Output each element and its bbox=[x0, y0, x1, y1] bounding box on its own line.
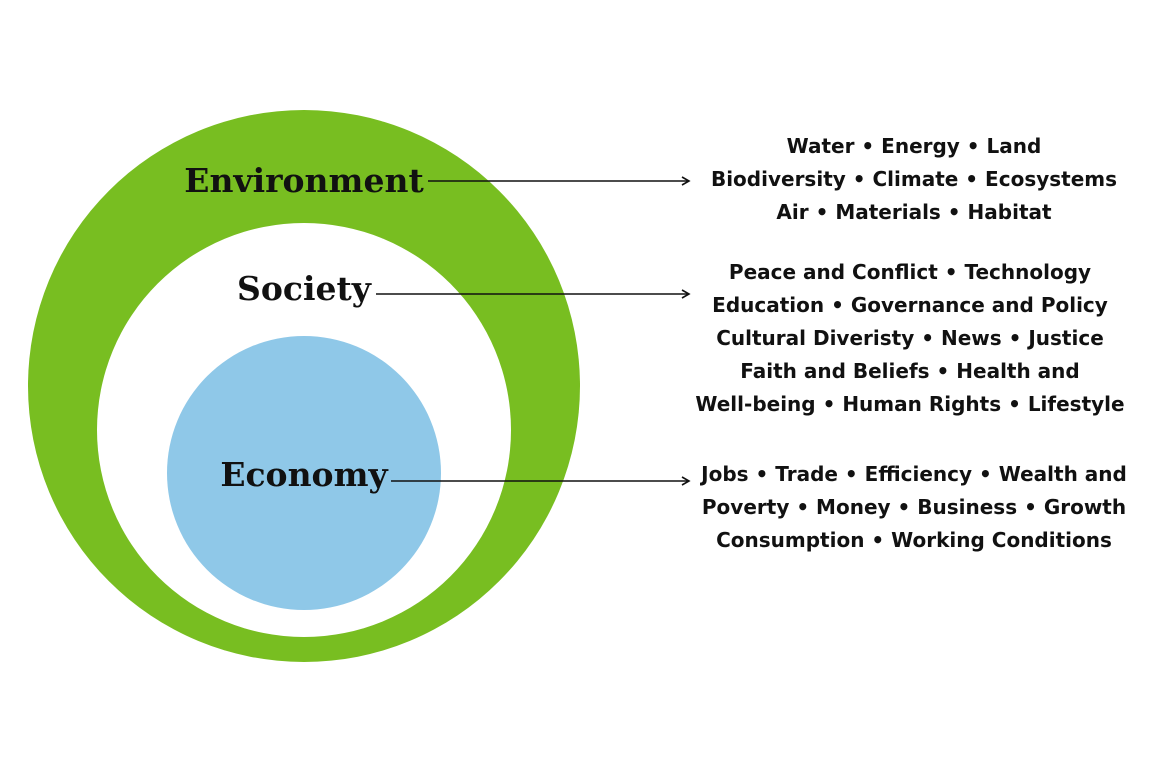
list-item: Education • Governance and Policy bbox=[712, 293, 1108, 317]
society-label: Society bbox=[237, 269, 372, 308]
list-item: Jobs • Trade • Efficiency • Wealth and bbox=[701, 462, 1127, 486]
economy-items-list: Jobs • Trade • Efficiency • Wealth and P… bbox=[684, 458, 1144, 557]
list-item: Water • Energy • Land bbox=[786, 134, 1042, 158]
list-item: Well-being • Human Rights • Lifestyle bbox=[695, 392, 1125, 416]
list-item: Biodiversity • Climate • Ecosystems bbox=[710, 167, 1118, 191]
list-item: Poverty • Money • Business • Growth bbox=[701, 495, 1127, 519]
list-item: Peace and Conflict • Technology bbox=[728, 260, 1092, 284]
list-item: Air • Materials • Habitat bbox=[776, 200, 1052, 224]
list-item: Consumption • Working Conditions bbox=[716, 528, 1112, 552]
environment-items-list: Water • Energy • Land Biodiversity • Cli… bbox=[684, 130, 1144, 229]
economy-label: Economy bbox=[220, 455, 388, 494]
economy-circle bbox=[167, 336, 441, 610]
environment-label: Environment bbox=[184, 161, 424, 200]
list-item: Faith and Beliefs • Health and bbox=[740, 359, 1080, 383]
society-items-list: Peace and Conflict • Technology Educatio… bbox=[680, 256, 1140, 421]
list-item: Cultural Diveristy • News • Justice bbox=[716, 326, 1104, 350]
